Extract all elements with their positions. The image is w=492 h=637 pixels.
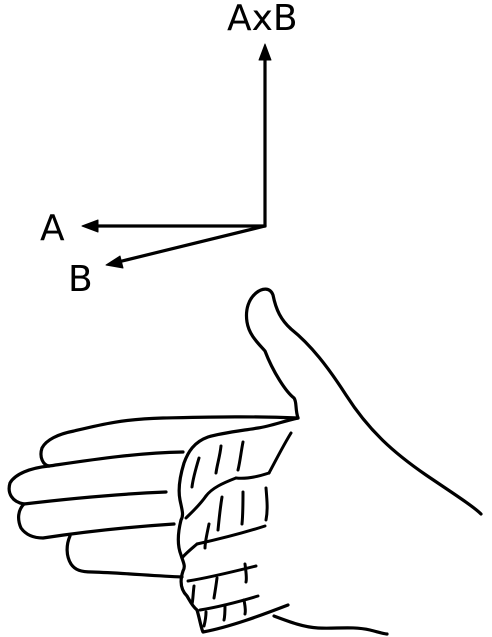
crease-20 xyxy=(222,603,227,622)
crease-17 xyxy=(190,584,196,606)
crease-1 xyxy=(267,431,293,475)
crease-9 xyxy=(264,486,269,522)
crease-18 xyxy=(198,594,260,612)
axb-arrowhead xyxy=(258,43,272,61)
pinky-finger xyxy=(65,534,184,579)
index-finger-top xyxy=(39,415,300,468)
crease-3 xyxy=(236,440,245,472)
crease-11 xyxy=(195,524,267,546)
crease-21 xyxy=(202,610,208,628)
crease-12 xyxy=(180,542,199,560)
knuckle-outline xyxy=(176,416,300,634)
crease-16 xyxy=(212,576,219,600)
crease-14 xyxy=(186,564,258,583)
crease-10 xyxy=(216,495,224,532)
b-arrowhead xyxy=(105,255,124,269)
hand-icon xyxy=(7,287,483,636)
wrist-line xyxy=(272,614,389,636)
crease-4 xyxy=(214,444,223,475)
middle-finger xyxy=(7,464,168,506)
crease-8 xyxy=(240,490,245,526)
a-label: A xyxy=(40,208,65,249)
crease-13 xyxy=(203,522,211,550)
crease-15 xyxy=(243,562,248,584)
index-finger-bottom xyxy=(47,450,185,468)
ring-finger xyxy=(17,502,176,540)
a-arrowhead xyxy=(81,219,99,233)
crease-2 xyxy=(234,471,271,480)
crease-6 xyxy=(204,476,238,498)
vector-axes: AxB A B xyxy=(40,0,298,300)
crease-19 xyxy=(242,598,247,616)
b-label: B xyxy=(68,259,93,300)
b-vector-line xyxy=(116,224,267,264)
crease-5 xyxy=(190,456,201,489)
thumb-outline xyxy=(244,287,483,516)
crease-7 xyxy=(184,494,208,520)
axb-label: AxB xyxy=(227,0,298,39)
